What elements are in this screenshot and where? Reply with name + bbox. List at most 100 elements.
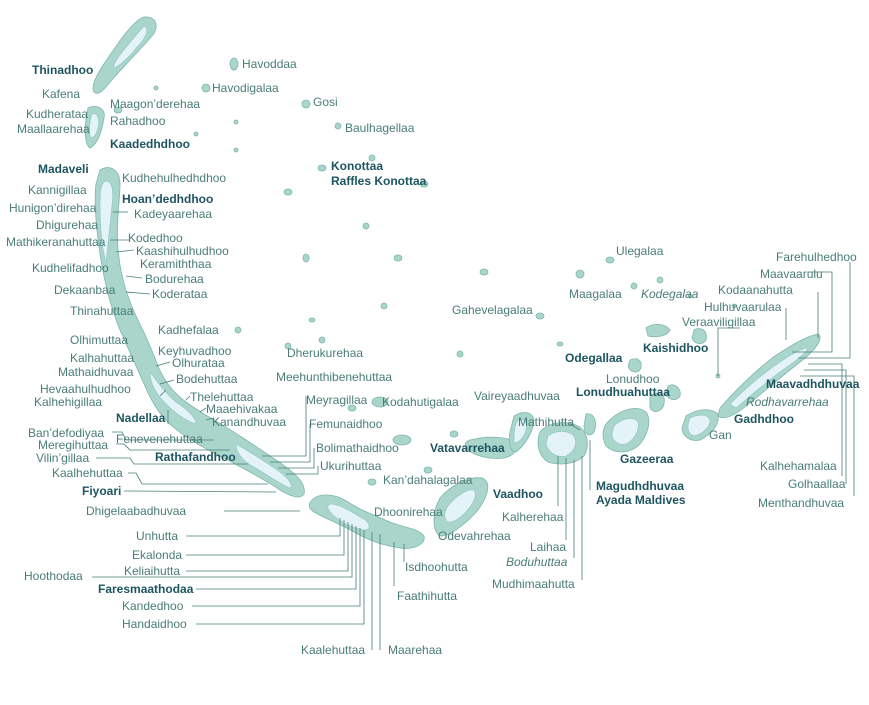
leader-golhaallaa [804,369,847,484]
baulhagellaa-islet [334,122,342,130]
label-kudhelifadhoo: Kudhelifadhoo [32,261,109,275]
leader-femunaidhoo [270,424,311,463]
leader-kalhehamalaa [808,363,843,476]
kodegalaa-islet [656,276,664,284]
label-maarehaa: Maarehaa [388,643,442,657]
leader-kaalhehuttaa [128,472,268,485]
leader-bodehuttaa [159,379,175,385]
label-rodhavarrehaa: Rodhavarrehaa [746,395,829,409]
leader-unhutta [186,518,341,537]
leader-ekalonda [186,520,345,556]
label-maaehivakaa: Maaehivakaa [206,402,278,416]
label-dhigurehaa: Dhigurehaa [36,218,98,232]
kandahalagalaa-islet [367,478,377,486]
leader-maavaarulu [792,271,833,353]
leader-kandedhoo [192,528,361,607]
label-hoandedhdhoo: Hoan’dedhdhoo [122,192,213,206]
label-dekaanbaa: Dekaanbaa [54,283,116,297]
label-ekalonda: Ekalonda [132,548,182,562]
leader-kanandhuvaa [205,417,215,421]
magudhdhuvaa-lagoon [545,431,576,457]
label-kadhefalaa: Kadhefalaa [158,323,219,337]
label-vaadhoo: Vaadhoo [493,487,543,501]
islet-h [630,282,638,290]
label-olhurataa: Olhurataa [172,356,225,370]
label-maagonderehaa: Maagon’derehaa [110,97,200,111]
gosi-islet [301,99,311,109]
label-maagalaa: Maagalaa [569,287,622,301]
label-koderataa: Koderataa [152,287,208,301]
label-thelehuttaa: Thelehuttaa [190,390,254,404]
havodigalaa-islet [201,83,211,93]
leader-veraaviligillaa [717,327,740,376]
label-unhutta: Unhutta [136,529,178,543]
label-kudhehulhedhdhoo: Kudhehulhedhdhoo [122,171,226,185]
kudherataa-lagoon [89,113,100,138]
konottaa-islet [317,164,327,172]
islet-m [423,466,433,474]
leader-olhurataa [155,361,171,367]
label-ayada-maldives: Ayada Maldives [596,493,686,507]
islands [84,16,821,549]
labels: Thinadhoo Kafena Kudherataa Maallaarehaa… [6,57,860,657]
leader-hevaahulhudhoo [159,389,167,397]
raffles-konottaa-islet [419,180,429,188]
label-gazeeraa: Gazeeraa [620,452,674,466]
label-havoddaa: Havoddaa [242,57,297,71]
islet-a [368,154,376,162]
label-odegallaa: Odegallaa [565,351,623,365]
kaishidhoo-islet-2 [691,328,707,344]
label-odevahrehaa: Odevahrehaa [438,529,511,543]
lonudhoo-islet [665,384,681,400]
islet-q [233,147,239,153]
label-maavadhdhuvaa: Maavadhdhuvaa [766,377,860,391]
west-atoll-lagoon-south [235,443,292,489]
label-kafena: Kafena [42,87,80,101]
kadhefalaa-islet [234,326,242,334]
leader-mathihutta [569,423,581,431]
label-faresmaathodaa: Faresmaathodaa [98,582,194,596]
label-havodigalaa: Havodigalaa [212,81,279,95]
label-bodehuttaa: Bodehuttaa [176,372,238,386]
gahevelagalaa-islet [535,312,545,320]
label-kandedhoo: Kandedhoo [122,599,184,613]
label-rahadhoo: Rahadhoo [110,114,166,128]
leader-thelehuttaa [185,395,191,401]
islet-k [456,350,464,358]
label-gosi: Gosi [313,95,338,109]
leader-ukurihuttaa [286,466,319,475]
leader-faresmaathodaa [196,526,357,590]
label-olhimuttaa: Olhimuttaa [70,333,128,347]
label-vilingillaa: Vilin’gillaa [36,451,89,465]
leader-hoothodaa [92,524,353,578]
leader-menthandhuvaa [800,375,855,496]
label-dhigelaabadhuvaa: Dhigelaabadhuvaa [86,504,186,518]
label-veraaviligillaa: Veraaviligillaa [682,315,756,329]
label-meyragillaa: Meyragillaa [306,393,368,407]
label-lonudhoo: Lonudhoo [606,372,660,386]
label-boduhuttaa: Boduhuttaa [506,555,568,569]
label-bandefodiyaa: Ban’defodiyaa [28,426,104,440]
label-kaadedhdhoo: Kaadedhdhoo [110,137,190,151]
label-isdhoohutta: Isdhoohutta [405,560,468,574]
leader-lines [92,211,855,650]
leader-fiyoari [123,490,277,493]
label-farehulhedhoo: Farehulhedhoo [776,250,857,264]
odegallaa-islet [627,358,642,373]
label-baulhagellaa: Baulhagellaa [345,121,415,135]
label-handaidhoo: Handaidhoo [122,617,187,631]
islet-g [380,302,388,310]
label-gan: Gan [709,428,732,442]
leader-handaidhoo [196,530,365,625]
kaishidhoo-islet [645,324,671,338]
west-atoll-lagoon-mid [149,371,197,425]
maagonderehaa-islet [113,106,123,114]
islet-e [393,254,403,262]
label-thinadhoo: Thinadhoo [32,63,93,77]
islet-c [362,222,370,230]
leader-bolimathaidhoo [278,448,315,469]
label-kodegalaa: Kodegalaa [641,287,699,301]
label-fenevenehuttaa: Fenevenehuttaa [116,432,203,446]
